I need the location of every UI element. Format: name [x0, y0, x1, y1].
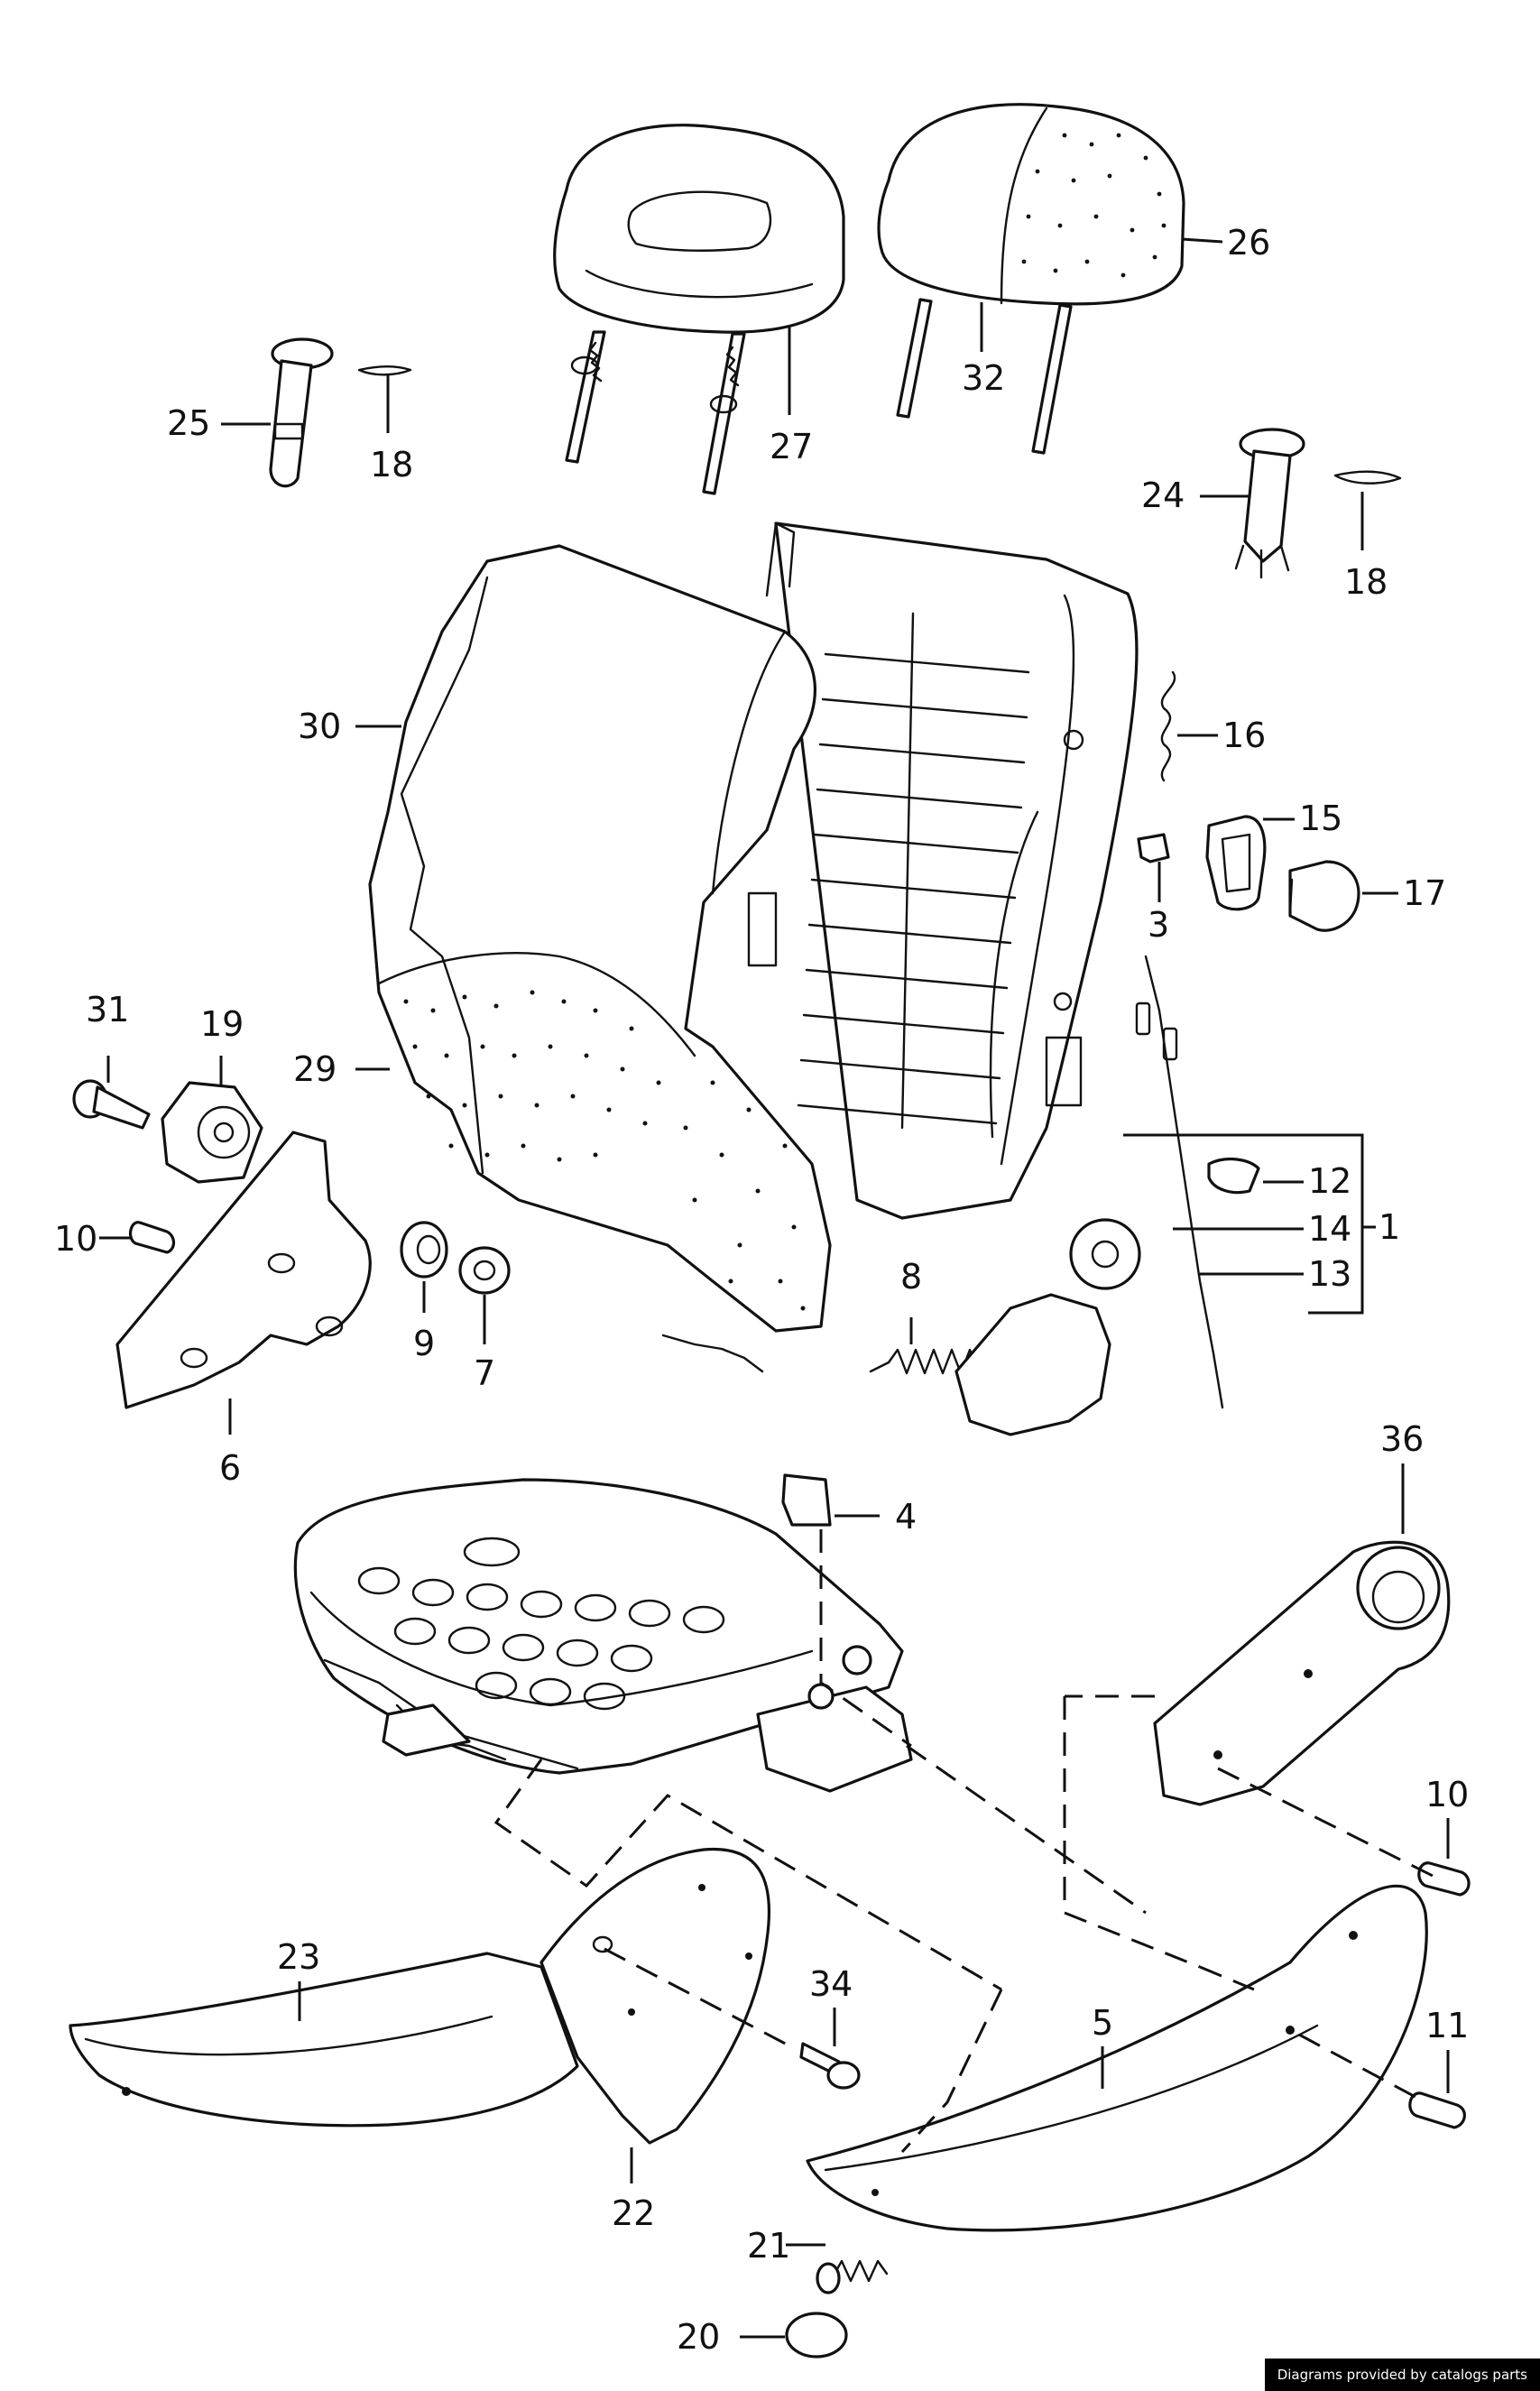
label-36: 36: [1380, 1419, 1424, 1459]
label-9: 9: [413, 1324, 435, 1363]
pin-10-right: [1417, 1861, 1471, 1897]
clip-18-left: [357, 365, 412, 376]
assembly-line-i: [900, 1989, 1003, 2154]
spring-16: [1160, 670, 1176, 782]
side-trim-6: [115, 1131, 372, 1409]
assembly-line-k: [1298, 2033, 1426, 2104]
headrest-guide-24: [1234, 428, 1305, 579]
label-11: 11: [1425, 2006, 1469, 2045]
backrest-frame: [765, 522, 1141, 1290]
clip-12: [1207, 1157, 1260, 1195]
label-32: 32: [962, 358, 1005, 398]
headrest-right-fabric-dots: [1021, 133, 1167, 278]
recliner-mechanism: [954, 1293, 1111, 1436]
label-18-left: 18: [370, 445, 413, 485]
label-31: 31: [86, 990, 129, 1029]
backrest-springs: [797, 652, 1030, 1125]
clip-4: [781, 1473, 832, 1527]
backrest-cover: [368, 544, 832, 1333]
lever-17: [1288, 860, 1360, 932]
assembly-line-f: [1217, 1767, 1435, 1879]
assembly-line-a: [819, 1529, 912, 1748]
label-7: 7: [474, 1353, 495, 1393]
label-22: 22: [612, 2193, 655, 2233]
screw-31: [72, 1079, 151, 1130]
label-27: 27: [770, 427, 813, 466]
label-20: 20: [677, 2317, 720, 2357]
label-30: 30: [298, 706, 341, 746]
label-17: 17: [1403, 873, 1446, 913]
credit-badge: Diagrams provided by catalogs parts: [1264, 2359, 1540, 2391]
cable-end-left: [1135, 1002, 1151, 1036]
assembly-line-e: [1199, 1965, 1255, 1991]
lower-trim-5: [806, 1884, 1428, 2232]
handwheel-19: [161, 1081, 263, 1184]
label-21: 21: [747, 2226, 790, 2266]
headrest-right: [877, 103, 1185, 455]
seat-frame: [293, 1478, 913, 1793]
pin-10-left: [128, 1221, 176, 1254]
label-10-left: 10: [54, 1219, 97, 1259]
callout-labels: 26 32 27 18 25 24 18 30 16 15 17 3 29 31…: [54, 223, 1469, 2357]
label-14: 14: [1308, 1209, 1351, 1249]
clip-3: [1137, 833, 1170, 863]
label-23: 23: [277, 1937, 320, 1977]
pin-11: [1408, 2091, 1466, 2129]
assembly-line-d: [1064, 1911, 1201, 1969]
backrest-cover-fabric-dots: [403, 990, 806, 1311]
label-12: 12: [1308, 1161, 1351, 1201]
label-5: 5: [1092, 2003, 1113, 2043]
assembly-line-b: [906, 1744, 1147, 1915]
lower-trim-23: [69, 1952, 579, 2128]
cable-8: [661, 1334, 764, 1373]
clip-18-right: [1333, 470, 1402, 485]
headrest-left: [553, 124, 845, 495]
label-34: 34: [809, 1964, 853, 2004]
cap-20: [785, 2312, 848, 2359]
label-26: 26: [1227, 223, 1270, 263]
assembly-line-h: [493, 1759, 1002, 1991]
label-16: 16: [1222, 715, 1266, 755]
label-1: 1: [1379, 1207, 1400, 1247]
label-15: 15: [1299, 799, 1342, 838]
cable-end-right: [1162, 1027, 1178, 1061]
bushing-9: [400, 1221, 448, 1279]
cable-13-14: [1144, 955, 1224, 1409]
label-13: 13: [1308, 1254, 1351, 1294]
screw-34: [799, 2042, 861, 2090]
bezel-15: [1205, 815, 1267, 911]
label-24: 24: [1141, 475, 1185, 515]
label-4: 4: [895, 1497, 917, 1537]
label-6: 6: [219, 1448, 241, 1488]
label-19: 19: [200, 1004, 244, 1044]
leader-lines: [99, 237, 1450, 2339]
label-25: 25: [167, 403, 210, 443]
side-panel-22: [539, 1847, 771, 2145]
side-cover-36: [1153, 1540, 1451, 1806]
label-29: 29: [293, 1049, 337, 1089]
label-8: 8: [900, 1257, 922, 1297]
headrest-guide-25: [269, 337, 334, 488]
label-3: 3: [1148, 905, 1169, 945]
screw-21: [816, 2259, 889, 2294]
label-18-right: 18: [1344, 562, 1388, 602]
label-10-right: 10: [1425, 1775, 1469, 1814]
washer-7: [458, 1246, 511, 1295]
